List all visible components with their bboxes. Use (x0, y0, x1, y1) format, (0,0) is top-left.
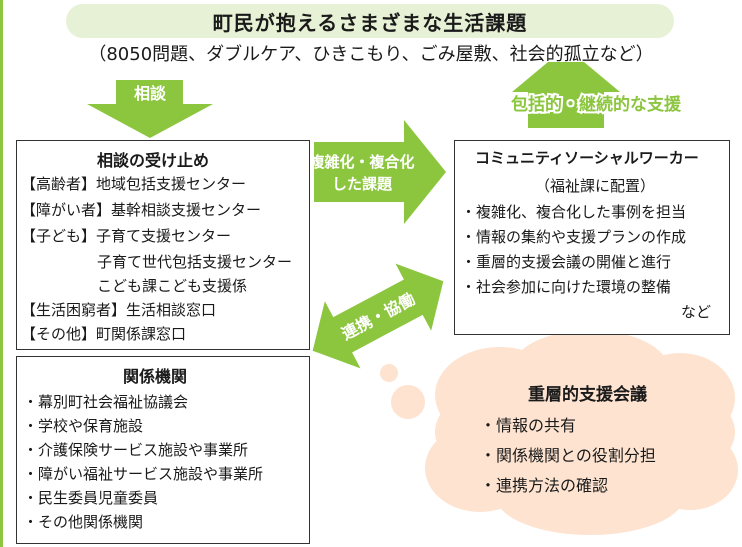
meeting-item: ・連携方法の確認 (480, 476, 609, 495)
csw-box-subtitle: （福祉課に配置） (535, 177, 656, 195)
csw-item: ・情報の集約や支援プランの作成 (461, 228, 687, 246)
meeting-cloud (380, 330, 738, 535)
csw-box-title: コミュニティソーシャルワーカー (475, 149, 699, 167)
related-item: ・幕別町社会福祉協議会 (23, 393, 189, 411)
consult-line-poverty: 【生活困窮者】生活相談窓口 (21, 301, 217, 319)
consult-box: 相談の受け止め 【高齢者】地域包括支援センター 【障がい者】基幹相談支援センター… (16, 140, 310, 350)
csw-box: コミュニティソーシャルワーカー （福祉課に配置） ・複雑化、複合化した事例を担当… (454, 140, 730, 335)
consult-line-disability: 【障がい者】基幹相談支援センター (21, 201, 262, 219)
related-item: ・障がい福祉サービス施設や事業所 (23, 465, 264, 483)
related-item: ・その他関係機関 (23, 513, 144, 531)
page-subtitle: （8050問題、ダブルケア、ひきこもり、ごみ屋敷、社会的孤立など） (88, 44, 654, 65)
consult-line-child-generation: 子育て世代包括支援センター (97, 253, 293, 271)
consult-line-child-support: こども課こども支援係 (97, 277, 248, 295)
consult-line-other: 【その他】町関係課窓口 (21, 325, 187, 343)
related-item: ・民生委員児童委員 (23, 489, 159, 507)
related-item: ・介護保険サービス施設や事業所 (23, 441, 249, 459)
consult-arrow-label: 相談 (134, 84, 167, 103)
collab-double-arrow: 連携・協働 (312, 263, 444, 369)
related-item: ・学校や保育施設 (23, 417, 144, 435)
csw-item: ・複雑化、複合化した事例を担当 (461, 203, 687, 221)
complex-right-arrow (314, 120, 446, 224)
page-title-text: 町民が抱えるさまざまな生活課題 (212, 10, 528, 35)
support-up-arrow (512, 62, 620, 128)
support-arrow-label: 包括的・継続的な支援 (511, 94, 682, 115)
meeting-item: ・情報の共有 (480, 416, 577, 435)
meeting-item: ・関係機関との役割分担 (480, 446, 656, 465)
related-organizations-box: 関係機関 ・幕別町社会福祉協議会 ・学校や保育施設 ・介護保険サービス施設や事業… (16, 356, 310, 544)
csw-item: ・重層的支援会議の開催と進行 (461, 253, 672, 271)
consult-box-title: 相談の受け止め (97, 151, 210, 170)
related-box-title: 関係機関 (123, 367, 188, 386)
consult-line-children: 【子ども】子育て支援センター (21, 227, 232, 245)
complex-arrow-label-2: した課題 (332, 175, 393, 193)
consult-line-elderly: 【高齢者】地域包括支援センター (21, 175, 247, 193)
consult-down-arrow (87, 80, 213, 138)
complex-arrow-label-1: 複雑化・複合化 (308, 153, 414, 171)
csw-item-tail: など (681, 303, 712, 321)
page-title: 町民が抱えるさまざまな生活課題 (66, 4, 674, 38)
left-frame-line (0, 0, 3, 547)
meeting-title: 重層的支援会議 (528, 385, 647, 405)
csw-item: ・社会参加に向けた環境の整備 (461, 278, 672, 296)
